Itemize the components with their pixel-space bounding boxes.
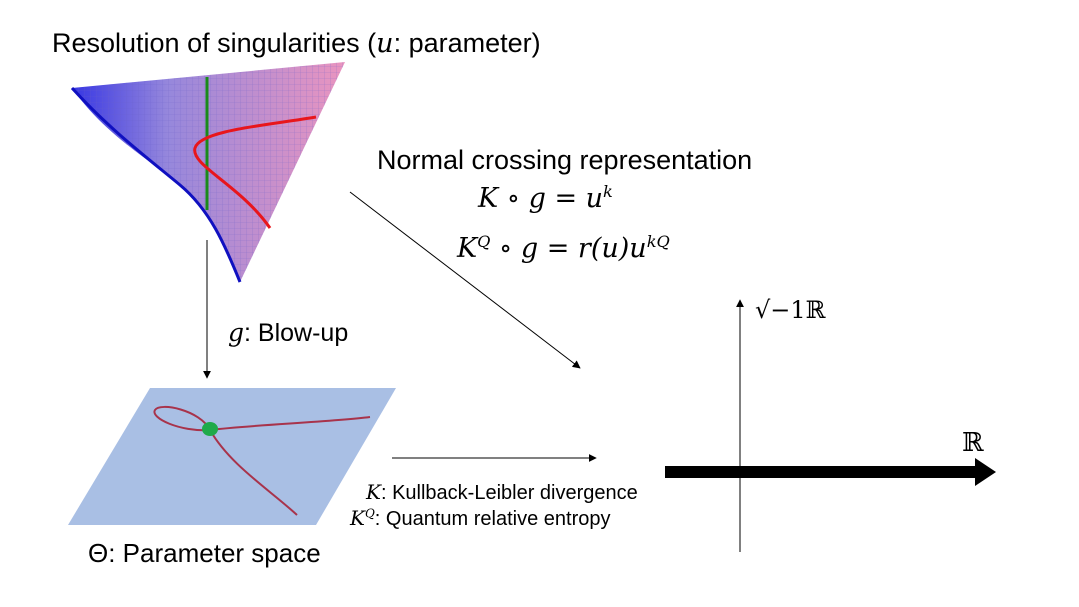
- eq2-k: K: [457, 233, 478, 264]
- blowup-var: g: [228, 318, 245, 347]
- singular-point: [202, 422, 218, 436]
- eq2-sup-q: Q: [477, 232, 491, 251]
- qre-sup: Q: [364, 506, 375, 521]
- title-text: Resolution of singularities (: [52, 28, 377, 58]
- eq2-exponent: kQ: [646, 232, 670, 251]
- eq2-mid: ∘ g = r(u)u: [490, 233, 647, 264]
- title-var: u: [376, 28, 394, 59]
- real-axis-arrow: [665, 458, 996, 486]
- title-suffix: : parameter): [393, 28, 541, 58]
- kl-text: : Kullback-Leibler divergence: [380, 482, 638, 504]
- blowup-label: g: Blow-up: [228, 318, 348, 348]
- parameter-space-text: : Parameter space: [108, 538, 321, 568]
- normal-crossing-heading: Normal crossing representation: [377, 145, 753, 175]
- singular-curve: [153, 405, 371, 516]
- qre-text: : Quantum relative entropy: [374, 508, 611, 530]
- page-title: Resolution of singularities (u: paramete…: [52, 28, 541, 59]
- kl-label: K: Kullback-Leibler divergence: [366, 480, 638, 505]
- theta-symbol: Θ: [88, 538, 109, 568]
- kl-var: K: [366, 480, 381, 504]
- red-curve: [193, 115, 317, 229]
- qre-label: KQ: Quantum relative entropy: [350, 506, 610, 531]
- parameter-plane: [68, 388, 396, 525]
- eq1-body: K ∘ g = u: [478, 183, 604, 214]
- blowup-text: : Blow-up: [244, 319, 349, 347]
- parameter-space-label: Θ: Parameter space: [88, 538, 321, 569]
- normal-crossing-arrow: [349, 191, 581, 369]
- equation-classical: K ∘ g = uk: [478, 182, 613, 214]
- equation-quantum: KQ ∘ g = r(u)ukQ: [457, 232, 670, 264]
- imaginary-axis-label: √−1ℝ: [755, 296, 826, 324]
- qre-var: K: [350, 506, 365, 530]
- real-axis-label: ℝ: [962, 428, 984, 458]
- eq1-exponent: k: [603, 182, 613, 201]
